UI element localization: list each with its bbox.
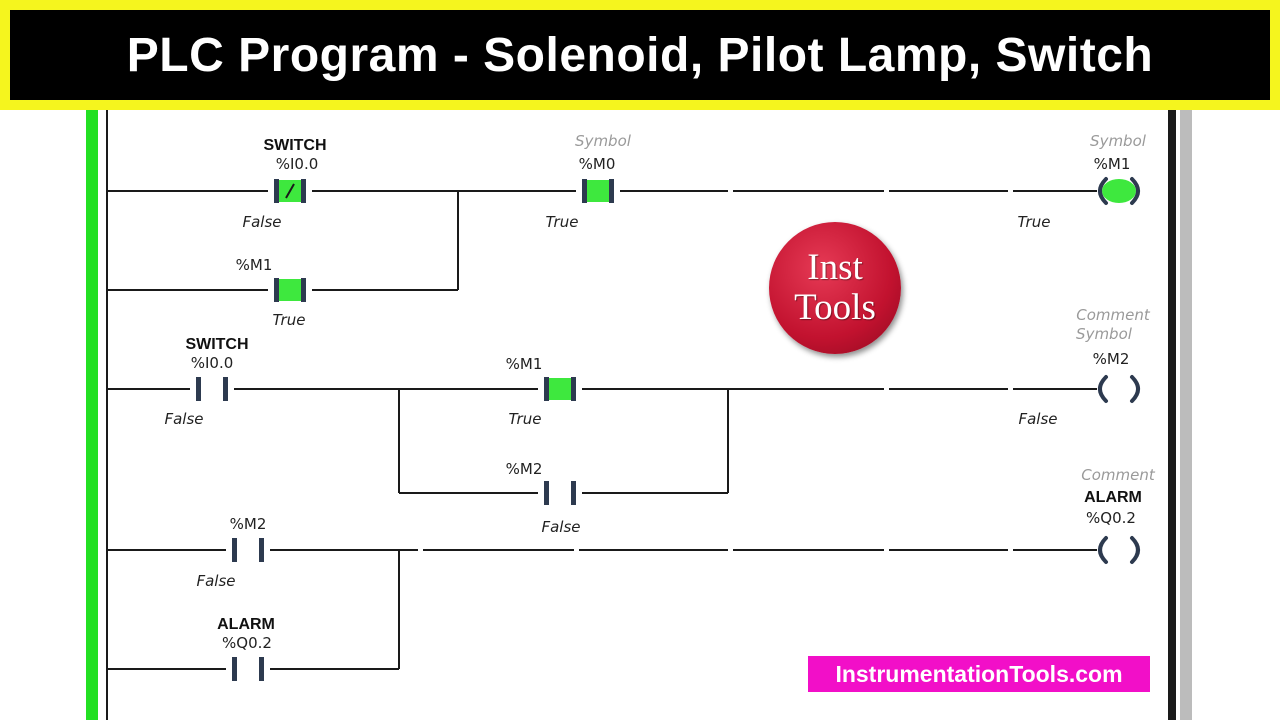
title-banner: PLC Program - Solenoid, Pilot Lamp, Swit… — [0, 0, 1280, 110]
rung2-m2-address: %M2 — [506, 460, 543, 478]
rung2-coil-symbol-header: Symbol — [1076, 325, 1133, 343]
rung1-coil-state: True — [1018, 213, 1051, 231]
rung1-m1-contact[interactable] — [268, 278, 312, 302]
rung1-switch-symbol: SWITCH — [263, 137, 326, 154]
rung1-m1-address: %M1 — [236, 256, 273, 274]
right-rail-shade — [1180, 110, 1192, 720]
rung2-switch-symbol: SWITCH — [185, 336, 248, 353]
rung2-switch-address: %I0.0 — [191, 354, 234, 372]
rung2-m2-contact[interactable] — [538, 481, 582, 505]
rung2-switch-contact[interactable] — [190, 377, 234, 401]
rung3-m2-state: False — [196, 572, 235, 590]
rung1-m0-address: %M0 — [579, 155, 616, 173]
rung2-m2-coil[interactable] — [1097, 375, 1143, 403]
rung3-alarm-contact[interactable] — [226, 657, 270, 681]
title-banner-inner: PLC Program - Solenoid, Pilot Lamp, Swit… — [10, 10, 1270, 100]
rung1-m1-coil[interactable] — [1097, 177, 1143, 205]
rung2-m1-state: True — [509, 410, 542, 428]
rung1-m0-contact[interactable] — [576, 179, 620, 203]
inst-tools-logo: Inst Tools — [769, 222, 901, 354]
rung1-switch-state: False — [242, 213, 281, 231]
rung1-switch-nc-contact[interactable] — [268, 179, 312, 203]
rung2-coil-comment-header: Comment — [1076, 306, 1151, 324]
rung2-coil-state: False — [1018, 410, 1057, 428]
rung2-m2-state: False — [541, 518, 580, 536]
rung1-switch-address: %I0.0 — [276, 155, 319, 173]
rung3-coil-address: %Q0.2 — [1086, 509, 1136, 527]
rung2-switch-state: False — [164, 410, 203, 428]
rung3-m2-address: %M2 — [230, 515, 267, 533]
page-title: PLC Program - Solenoid, Pilot Lamp, Swit… — [126, 28, 1154, 82]
rung3-alarm-symbol: ALARM — [217, 616, 275, 633]
rung2-m1-contact[interactable] — [538, 377, 582, 401]
logo-line1: Inst — [807, 247, 863, 288]
logo-line2: Tools — [794, 287, 876, 328]
rung3-m2-contact[interactable] — [226, 538, 270, 562]
cell-separators — [418, 190, 1013, 551]
rung2-coil-address: %M2 — [1093, 350, 1130, 368]
rung1-m1-state: True — [273, 311, 306, 329]
rung3-coil-symbol: ALARM — [1084, 489, 1142, 506]
left-rail-gap — [98, 110, 106, 720]
watermark-text: InstrumentationTools.com — [835, 660, 1123, 687]
rung3-coil-comment-header: Comment — [1081, 466, 1156, 484]
watermark-banner: InstrumentationTools.com — [808, 656, 1150, 692]
rung1-coil-symbol-header: Symbol — [1090, 132, 1147, 150]
right-power-rail — [1168, 110, 1176, 720]
left-power-rail — [86, 110, 98, 720]
rung1-m0-state: True — [546, 213, 579, 231]
rung1-coil-address: %M1 — [1094, 155, 1131, 173]
rung1-m0-symbol-header: Symbol — [575, 132, 632, 150]
rung3-alarm-coil[interactable] — [1097, 536, 1143, 564]
rung2-m1-address: %M1 — [506, 355, 543, 373]
rung3-alarm-address: %Q0.2 — [222, 634, 272, 652]
left-rail-line — [106, 110, 108, 720]
